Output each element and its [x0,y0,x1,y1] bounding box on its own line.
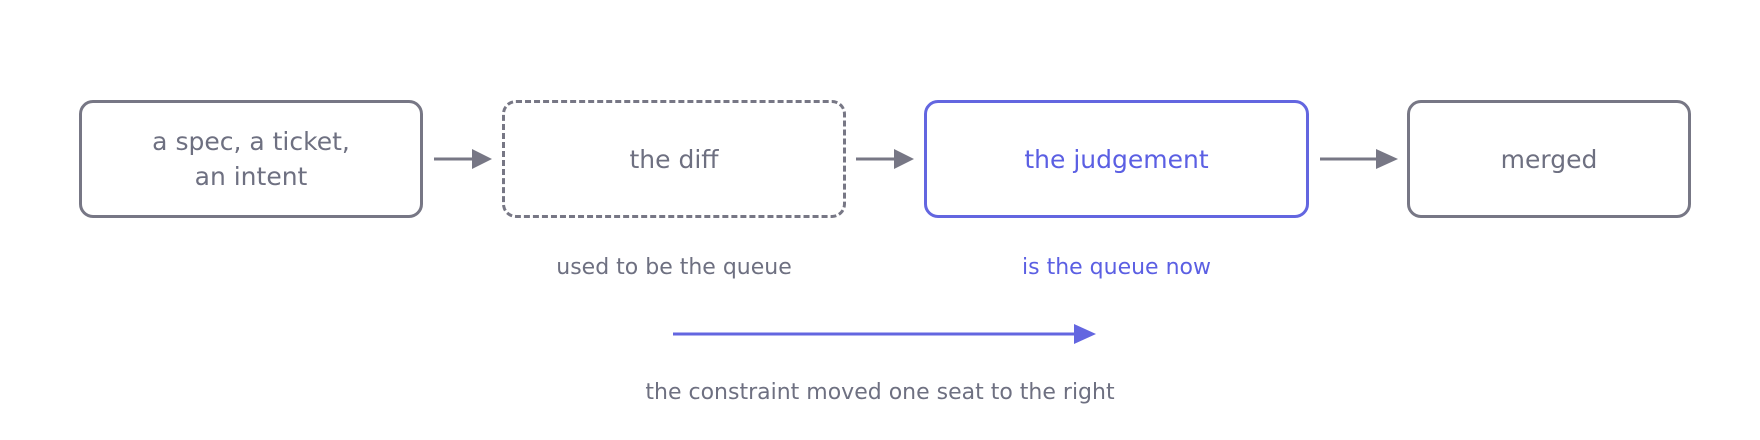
constraint-shift-arrow [673,324,1096,344]
node-spec: a spec, a ticket, an intent [79,100,423,218]
arrow-judgement-to-merged [1320,149,1398,169]
judgement-annotation: is the queue now [1022,255,1211,280]
node-diff-label: the diff [629,144,719,174]
diagram-caption: the constraint moved one seat to the rig… [645,380,1115,405]
arrow-spec-to-diff [434,149,492,169]
node-merged: merged [1407,100,1691,218]
node-spec-text: a spec, a ticket, an intent [152,124,350,194]
node-spec-line-2: an intent [194,162,308,191]
node-merged-label: merged [1500,144,1598,174]
node-judgement-label: the judgement [1024,144,1209,174]
arrow-diff-to-judgement [856,149,914,169]
node-spec-line-1: a spec, a ticket, [152,127,350,156]
node-diff: the diff [502,100,846,218]
node-judgement: the judgement [924,100,1309,218]
diff-annotation: used to be the queue [556,255,792,280]
